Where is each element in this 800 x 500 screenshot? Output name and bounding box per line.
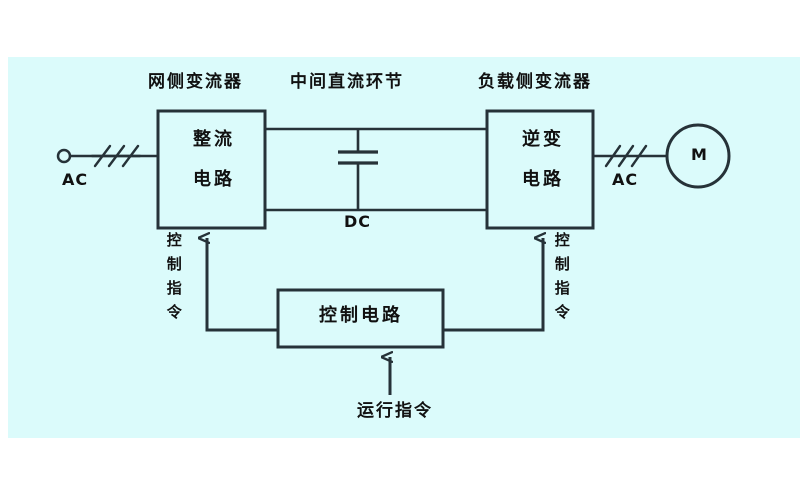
ac-output-label: AC	[612, 170, 639, 189]
diagram-canvas-background	[8, 57, 800, 438]
inverter-label-line1: 逆变	[522, 129, 564, 150]
ac-input-phase-marks	[90, 144, 142, 168]
title-dc-link: 中间直流环节	[290, 72, 404, 92]
control-command-label-right: 控制指令	[552, 232, 571, 328]
rectifier-label-line2: 电路	[193, 169, 235, 190]
title-grid-side-converter: 网侧变流器	[148, 72, 243, 92]
ac-output-phase-marks	[604, 144, 648, 168]
motor-symbol	[665, 123, 731, 189]
inverter-block	[485, 109, 595, 230]
control-circuit-label: 控制电路	[319, 305, 403, 326]
ac-input-label: AC	[62, 170, 89, 189]
dc-link-label: DC	[344, 212, 372, 231]
motor-label: M	[691, 145, 708, 164]
control-command-label-left: 控制指令	[164, 232, 183, 328]
rectifier-label-line1: 整流	[193, 129, 235, 150]
control-signal-path-left	[207, 238, 278, 332]
ac-input-terminal	[56, 148, 72, 164]
inverter-label-line2: 电路	[522, 169, 564, 190]
control-signal-path-right	[443, 238, 543, 332]
run-command-label: 运行指令	[357, 401, 433, 421]
title-load-side-converter: 负载侧变流器	[478, 72, 592, 92]
control-circuit-block	[276, 288, 445, 349]
rectifier-block	[156, 109, 267, 230]
